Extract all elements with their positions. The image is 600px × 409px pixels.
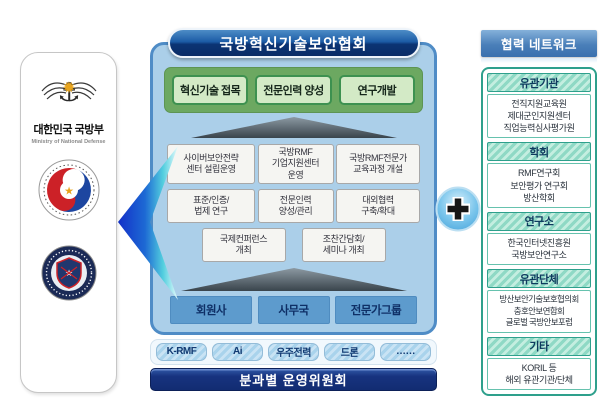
network-section-societies: 학회 RMF연구회 보안평가 연구회 방산학회 — [487, 142, 591, 208]
programs-row-2: 표준/인증/ 법제 연구 전문인력 양성/관리 대외협력 구축/확대 — [164, 188, 423, 223]
section-title: 학회 — [487, 142, 591, 162]
plus-connector-icon — [435, 186, 481, 232]
focus-area: 전문인력 양성 — [255, 75, 332, 105]
org-units-row: 회원사 사무국 전문가그룹 — [164, 295, 423, 324]
cyber-operations-command-seal-icon: ★ — [41, 245, 96, 301]
association-body: 혁신기술 접목 전문인력 양성 연구개발 사이버보안전략 센터 설립운영 국방R… — [150, 42, 437, 335]
org-unit-box: 사무국 — [257, 295, 330, 324]
program-box: 조찬간담회/ 세미나 개최 — [301, 227, 386, 262]
network-section-related-orgs: 유관단체 방산보안기술보호협의회 충호안보연합회 글로벌 국방안보포럼 — [487, 269, 591, 333]
org-unit-box: 전문가그룹 — [335, 295, 417, 324]
program-box: 사이버보안전략 센터 설립운영 — [167, 144, 255, 184]
steering-committee-bar: 분과별 운영위원회 — [150, 367, 437, 391]
network-title-glow — [481, 58, 597, 63]
programs-row-3: 국제컨퍼런스 개최 조찬간담회/ 세미나 개최 — [164, 227, 423, 262]
focus-area: 혁신기술 접목 — [172, 75, 249, 105]
network-panel: 협력 네트워크 유관기관 전직지원교육원 제대군인지원센터 직업능력심사평가원 … — [481, 30, 597, 396]
network-section-related-agencies: 유관기관 전직지원교육원 제대군인지원센터 직업능력심사평가원 — [487, 73, 591, 139]
section-items: 방산보안기술보호협의회 충호안보연합회 글로벌 국방안보포럼 — [487, 290, 591, 333]
counterintelligence-command-seal-icon: ★ — [38, 159, 99, 221]
network-title: 협력 네트워크 — [481, 30, 597, 57]
committee-pill: …… — [380, 342, 431, 361]
mnd-name-en: Ministry of National Defense — [31, 139, 106, 145]
svg-text:★: ★ — [64, 186, 74, 198]
committee-pills-bar: K-RMF Ai 우주전력 드론 …… — [150, 338, 437, 365]
section-items: KORIL 등 해외 유관기관/단체 — [487, 357, 591, 390]
fan-arrow-icon — [180, 267, 407, 291]
section-title: 연구소 — [487, 211, 591, 231]
network-section-institutes: 연구소 한국인터넷진흥원 국방보안연구소 — [487, 211, 591, 266]
org-unit-box: 회원사 — [170, 295, 252, 324]
association-panel: 국방혁신기술보안협회 혁신기술 접목 전문인력 양성 연구개발 사이버보안전략 … — [150, 28, 437, 391]
program-box: 표준/인증/ 법제 연구 — [167, 188, 255, 223]
program-box: 대외협력 구축/확대 — [336, 188, 420, 223]
section-title: 유관기관 — [487, 73, 591, 92]
section-items: 한국인터넷진흥원 국방보안연구소 — [487, 232, 591, 266]
mnd-panel: ⚓ ✹ 대한민국 국방부 Ministry of National Defens… — [20, 52, 117, 393]
network-sections: 유관기관 전직지원교육원 제대군인지원센터 직업능력심사평가원 학회 RMF연구… — [481, 67, 597, 396]
section-title: 기타 — [487, 336, 591, 356]
mnd-name: 대한민국 국방부 — [33, 124, 104, 136]
program-box: 전문인력 양성/관리 — [257, 188, 334, 223]
program-box: 국방RMF전문가 교육과정 개설 — [336, 144, 420, 184]
flow-arrow-left-icon — [118, 146, 178, 300]
svg-text:✹: ✹ — [62, 80, 75, 97]
focus-area: 연구개발 — [338, 75, 415, 105]
section-items: 전직지원교육원 제대군인지원센터 직업능력심사평가원 — [487, 94, 591, 139]
program-box: 국제컨퍼런스 개최 — [201, 227, 286, 262]
program-box: 국방RMF 기업지원센터 운영 — [257, 144, 334, 184]
section-title: 유관단체 — [487, 269, 591, 289]
committee-pill: 우주전력 — [268, 342, 319, 361]
section-items: RMF연구회 보안평가 연구회 방산학회 — [487, 163, 591, 208]
committee-pill: Ai — [212, 342, 263, 361]
association-title: 국방혁신기술보안협회 — [167, 28, 420, 58]
network-section-others: 기타 KORIL 등 해외 유관기관/단체 — [487, 336, 591, 390]
fan-arrow-icon — [190, 117, 397, 138]
committee-pill: K-RMF — [156, 342, 207, 361]
svg-text:⚓: ⚓ — [57, 77, 80, 107]
programs-row-1: 사이버보안전략 센터 설립운영 국방RMF 기업지원센터 운영 국방RMF전문가… — [164, 144, 423, 184]
mnd-wings-anchor-star-icon: ⚓ ✹ — [41, 77, 96, 107]
focus-areas-strip: 혁신기술 접목 전문인력 양성 연구개발 — [164, 67, 423, 113]
committee-pill: 드론 — [324, 342, 375, 361]
